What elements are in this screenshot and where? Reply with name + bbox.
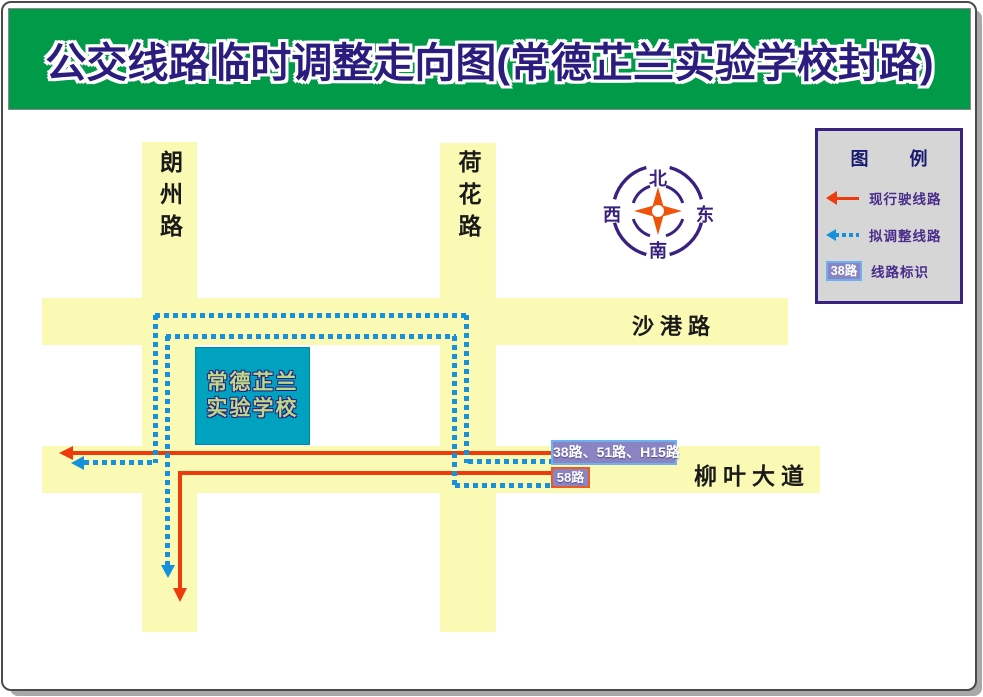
route-adjusted-38-51-h15-seg-shagang xyxy=(155,313,469,318)
legend-item-label: 现行驶线路 xyxy=(869,192,942,207)
route-adjusted-38-51-h15-seg-langzhou xyxy=(153,315,158,463)
road-label-langzhou-wrap: 朗州路 xyxy=(142,150,197,246)
legend-item-adjusted-route: 拟调整线路 xyxy=(826,225,956,245)
route-badge-sample: 38路 xyxy=(826,261,862,281)
route-current-58-line-horizontal xyxy=(178,471,552,475)
legend-item-label: 线路标识 xyxy=(871,265,929,280)
route-current-58-arrow-south-icon xyxy=(173,588,187,602)
route-adjusted-58-seg-shagang xyxy=(166,334,456,339)
current-route-arrow-icon xyxy=(826,191,860,205)
header-banner: 公交线路临时调整走向图(常德芷兰实验学校封路) xyxy=(8,8,971,110)
route-current-58-line-vertical xyxy=(178,471,182,589)
compass-west-label: 西 xyxy=(603,205,621,225)
compass-north-label: 北 xyxy=(649,169,667,189)
adjusted-route-arrow-icon xyxy=(826,228,860,242)
route-adjusted-38-51-h15-seg-hehua xyxy=(464,315,469,463)
route-current-38-51-h15-line xyxy=(71,451,552,455)
compass-east-label: 东 xyxy=(696,205,714,225)
compass-rose-icon xyxy=(612,165,704,257)
route-badge-38-51-h15: 38路、51路、H15路 xyxy=(551,440,680,465)
legend-title: 图 例 xyxy=(850,149,946,169)
route-adjusted-38-51-h15-seg-east xyxy=(468,459,552,464)
road-label-langzhou: 朗州路 xyxy=(156,150,183,246)
route-adjusted-38-51-h15-seg-west xyxy=(84,460,155,465)
road-label-hehua-wrap: 荷花路 xyxy=(440,150,496,246)
route-adjusted-38-51-h15-arrow-west-icon xyxy=(71,456,84,470)
route-badge-58: 58路 xyxy=(551,467,590,488)
road-label-hehua: 荷花路 xyxy=(455,150,481,246)
legend-item-route-badge: 38路 线路标识 xyxy=(826,261,956,281)
legend-item-current-route: 现行驶线路 xyxy=(826,188,956,208)
legend-box: 图 例 现行驶线路 拟调整线路 38路 线路标识 xyxy=(815,128,963,304)
route-adjusted-58-seg-hehua xyxy=(452,336,457,486)
school-name-line1: 常德芷兰 xyxy=(206,371,299,394)
route-adjusted-58-seg-east xyxy=(455,483,552,488)
route-adjusted-58-arrow-south-icon xyxy=(161,565,175,578)
school-name-line2: 实验学校 xyxy=(206,397,299,420)
legend-item-label: 拟调整线路 xyxy=(869,229,942,244)
road-label-liuye: 柳叶大道 xyxy=(694,463,810,489)
route-current-38-51-h15-arrow-west-icon xyxy=(59,446,73,460)
school-building: 常德芷兰 实验学校 xyxy=(195,347,310,445)
page-title: 公交线路临时调整走向图(常德芷兰实验学校封路) xyxy=(45,40,934,86)
compass-south-label: 南 xyxy=(649,241,667,261)
route-adjusted-58-seg-langzhou xyxy=(165,336,170,565)
road-label-shagang: 沙港路 xyxy=(632,314,717,339)
